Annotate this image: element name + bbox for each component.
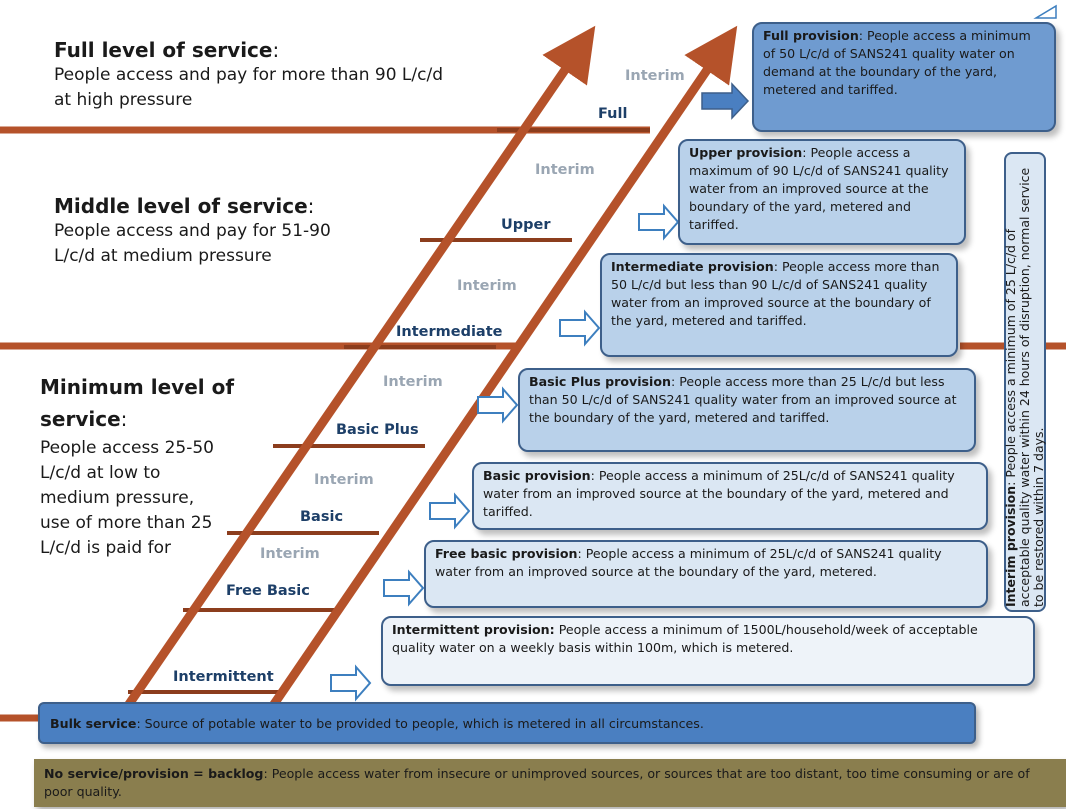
interim-label-4: Interim	[383, 374, 443, 390]
arrow-intermediate	[559, 309, 601, 347]
minimum-level-block: Minimum level of service: People access …	[40, 372, 250, 561]
full-level-colon: :	[272, 38, 280, 62]
rung-label-basic-plus: Basic Plus	[336, 422, 419, 438]
basic-provision-box: Basic provision: People access a minimum…	[472, 462, 988, 530]
bulk-service-text: : Source of potable water to be provided…	[136, 716, 704, 731]
arrow-upper	[638, 203, 680, 241]
interim-provision-title: Interim provision	[1003, 485, 1018, 607]
intermediate-provision-box: Intermediate provision: People access mo…	[600, 253, 958, 357]
full-level-text: People access and pay for more than 90 L…	[54, 65, 443, 110]
ladder-rail-left	[121, 25, 596, 713]
arrow-basic	[429, 492, 471, 530]
intermittent-provision-box: Intermittent provision: People access a …	[381, 616, 1035, 686]
bulk-service-bar: Bulk service: Source of potable water to…	[38, 702, 976, 744]
minimum-level-heading: Minimum level of service	[40, 375, 235, 431]
full-level-heading: Full level of service	[54, 38, 273, 62]
bulk-service-title: Bulk service	[50, 716, 137, 731]
intermediate-provision-title: Intermediate provision	[611, 259, 774, 274]
arrow-full	[701, 82, 750, 120]
intermittent-provision-text: People access a minimum of 1500L/househo…	[392, 622, 978, 655]
rung-label-intermediate: Intermediate	[396, 324, 503, 340]
full-provision-box: Full provision: People access a minimum …	[752, 22, 1056, 132]
arrow-free-basic	[383, 569, 425, 607]
minimum-level-colon: :	[120, 407, 128, 431]
basic-plus-provision-box: Basic Plus provision: People access more…	[518, 368, 976, 452]
interim-provision-box: Interim provision: People access a minim…	[1003, 152, 1046, 612]
middle-level-text: People access and pay for 51-90 L/c/d at…	[54, 221, 331, 266]
basic-provision-text: : People access a minimum of 25L/c/d of …	[483, 468, 955, 519]
backlog-bar: No service/provision = backlog: People a…	[34, 759, 1066, 807]
arrow-basic-plus	[477, 386, 519, 424]
interim-label-1: Interim	[625, 68, 685, 84]
full-level-block: Full level of service: People access and…	[54, 38, 454, 113]
basic-plus-provision-text: : People access more than 25 L/c/d but l…	[529, 374, 957, 425]
interim-label-3: Interim	[457, 278, 517, 294]
full-provision-title: Full provision	[763, 28, 859, 43]
free-basic-provision-text: : People access a minimum of 25L/c/d of …	[435, 546, 942, 579]
ladder-rail-right	[266, 25, 738, 713]
intermediate-provision-text: : People access more than 50 L/c/d but l…	[611, 259, 940, 328]
rung-label-basic: Basic	[300, 509, 344, 525]
basic-plus-provision-title: Basic Plus provision	[529, 374, 671, 389]
full-provision-text: : People access a minimum of 50 L/c/d of…	[763, 28, 1031, 97]
backlog-text: : People access water from insecure or u…	[44, 766, 1030, 799]
rung-label-free-basic: Free Basic	[226, 583, 310, 599]
interim-label-6: Interim	[260, 546, 320, 562]
backlog-title: No service/provision = backlog	[44, 766, 264, 781]
upper-provision-text: : People access a maximum of 90 L/c/d of…	[689, 145, 949, 232]
upper-provision-title: Upper provision	[689, 145, 803, 160]
arrow-intermittent	[330, 664, 372, 702]
rung-label-intermittent: Intermittent	[173, 669, 274, 685]
middle-level-colon: :	[307, 194, 315, 218]
pointer-arrows	[330, 82, 750, 702]
intermittent-provision-title: Intermittent provision:	[392, 622, 555, 637]
basic-provision-title: Basic provision	[483, 468, 591, 483]
middle-level-heading: Middle level of service	[54, 194, 308, 218]
interim-label-5: Interim	[314, 472, 374, 488]
rung-label-upper: Upper	[501, 217, 551, 233]
free-basic-provision-title: Free basic provision	[435, 546, 578, 561]
minimum-level-text: People access 25-50 L/c/d at low to medi…	[40, 438, 214, 558]
upper-provision-box: Upper provision: People access a maximum…	[678, 139, 966, 245]
interim-up-arrows	[1033, 4, 1057, 19]
middle-level-block: Middle level of service: People access a…	[54, 194, 354, 269]
interim-label-2: Interim	[535, 162, 595, 178]
free-basic-provision-box: Free basic provision: People access a mi…	[424, 540, 988, 608]
rung-label-full: Full	[598, 106, 628, 122]
